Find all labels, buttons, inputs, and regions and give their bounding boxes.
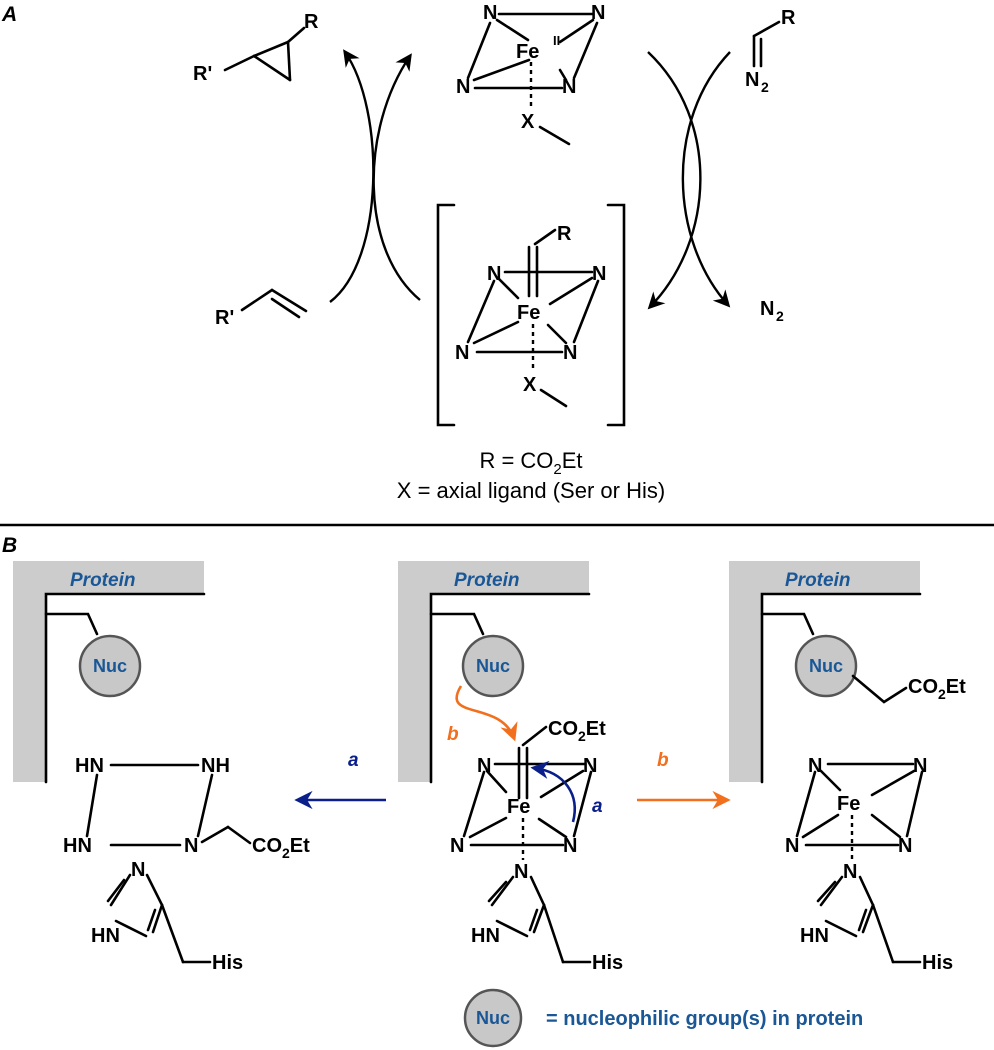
co2et-group: CO2Et	[908, 676, 966, 702]
nuc-label: Nuc	[476, 656, 510, 676]
n-atom: N	[450, 835, 464, 857]
his-label: His	[922, 952, 953, 974]
n-atom: N	[562, 76, 576, 98]
cycle-arrows-right	[647, 51, 731, 310]
hn-atom: HN	[471, 925, 500, 947]
histidine-center: N HN His	[471, 861, 623, 974]
alkene-substrate: R'	[215, 288, 308, 329]
n2-group: N	[745, 69, 759, 91]
nuc-legend: Nuc = nucleophilic group(s) in protein	[463, 988, 863, 1048]
fe-atom: Fe	[516, 41, 539, 63]
n-atom: N	[483, 2, 497, 24]
n-atom: N	[184, 835, 198, 857]
hn-atom: HN	[800, 925, 829, 947]
path-a-label: a	[348, 750, 359, 771]
n-atom: N	[131, 859, 145, 881]
r-group: R	[557, 223, 572, 245]
nuc-circle	[461, 634, 525, 698]
protein-label: Protein	[785, 570, 850, 591]
panel-b-label: B	[2, 534, 17, 557]
r-group: R	[781, 7, 796, 29]
fe-porphyrin-regenerated: N N Fe N N	[785, 755, 927, 860]
nuc-circle	[78, 634, 142, 698]
x-ligand: X	[523, 374, 537, 396]
n-atom: N	[913, 755, 927, 777]
path-a-arrow: a	[294, 750, 386, 810]
n-atom: N	[898, 835, 912, 857]
path-b-arrow: b	[637, 750, 731, 810]
r-prime-group: R'	[193, 63, 212, 85]
r-prime-group: R'	[215, 307, 234, 329]
n2-subscript: 2	[776, 308, 784, 324]
n2-subscript: 2	[761, 79, 769, 95]
hn-atom: HN	[63, 835, 92, 857]
n2-byproduct: N 2	[760, 298, 784, 324]
n-atom: N	[785, 835, 799, 857]
x-definition: X = axial ligand (Ser or His)	[397, 478, 665, 503]
path-a-label: a	[592, 796, 603, 817]
n-atom: N	[563, 342, 577, 364]
protein-center: Protein Nuc	[398, 561, 591, 784]
protein-right: Protein Nuc CO2Et	[729, 561, 966, 784]
fe-ii-porphyrin-resting: N N N N Fe II X	[456, 2, 605, 146]
n-alkylated-porphyrin: HN NH HN N CO2Et	[63, 755, 310, 861]
n-atom: N	[843, 861, 857, 883]
nuc-label: Nuc	[809, 656, 843, 676]
r-definition: R = CO2Et	[479, 448, 582, 478]
co2et-group: CO2Et	[548, 718, 606, 744]
hn-atom: HN	[75, 755, 104, 777]
center-carbene-complex: CO2Et N N Fe N N	[450, 718, 606, 860]
his-label: His	[212, 952, 243, 974]
nh-atom: NH	[201, 755, 230, 777]
n-atom: N	[456, 76, 470, 98]
nuc-label: Nuc	[93, 656, 127, 676]
histidine-right: N HN His	[800, 861, 953, 974]
n-atom: N	[591, 2, 605, 24]
fe-atom: Fe	[507, 796, 530, 818]
n-atom: N	[592, 263, 606, 285]
nuc-legend-text: = nucleophilic group(s) in protein	[546, 1008, 863, 1030]
n-atom: N	[455, 342, 469, 364]
n-atom: N	[583, 755, 597, 777]
path-b-label: b	[447, 724, 459, 745]
fe-atom: Fe	[837, 793, 860, 815]
fe-oxidation-state: II	[553, 33, 560, 48]
fe-atom: Fe	[517, 302, 540, 324]
nuc-circle	[794, 634, 858, 698]
histidine-left: N HN His	[91, 859, 243, 974]
n-atom: N	[514, 861, 528, 883]
nuc-legend-label: Nuc	[476, 1008, 510, 1028]
nuc-legend-circle	[463, 988, 523, 1048]
panel-a-label: A	[1, 3, 17, 26]
protein-left: Protein Nuc	[13, 561, 206, 784]
cycle-arrows-left	[329, 49, 421, 303]
n-atom: N	[563, 835, 577, 857]
protein-label: Protein	[454, 570, 519, 591]
curly-arrow-b: b	[447, 685, 518, 745]
n-atom: N	[487, 263, 501, 285]
diazo-reagent: R N 2	[745, 7, 796, 95]
n2-group: N	[760, 298, 774, 320]
x-ligand: X	[521, 111, 535, 133]
hn-atom: HN	[91, 925, 120, 947]
iron-carbene-intermediate: R N N Fe N N X	[436, 203, 626, 427]
cyclopropane-product: R R'	[193, 11, 319, 85]
his-label: His	[592, 952, 623, 974]
co2et-group: CO2Et	[252, 835, 310, 861]
protein-label: Protein	[70, 570, 135, 591]
curly-arrow-a: a	[530, 760, 603, 823]
n-atom: N	[808, 755, 822, 777]
r-group: R	[304, 11, 319, 33]
path-b-label: b	[657, 750, 669, 771]
n-atom: N	[477, 755, 491, 777]
